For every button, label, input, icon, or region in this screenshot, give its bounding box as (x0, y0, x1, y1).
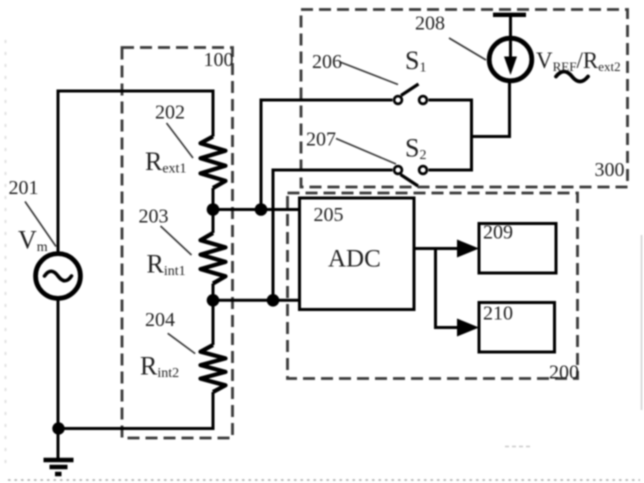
svg-text:201: 201 (9, 177, 39, 199)
svg-text:207: 207 (306, 129, 336, 151)
svg-text:202: 202 (155, 102, 185, 124)
svg-text:300: 300 (595, 159, 625, 181)
svg-text:203: 203 (139, 206, 169, 228)
svg-text:210: 210 (483, 303, 513, 325)
svg-text:204: 204 (145, 309, 175, 331)
svg-text:ADC: ADC (328, 246, 381, 273)
svg-text:206: 206 (312, 51, 342, 73)
svg-text:208: 208 (415, 13, 445, 35)
svg-text:209: 209 (483, 222, 513, 244)
svg-text:200: 200 (549, 362, 579, 384)
svg-text:VREF/Rext2: VREF/Rext2 (536, 48, 621, 74)
svg-text:205: 205 (314, 204, 344, 226)
svg-text:100: 100 (204, 49, 234, 71)
